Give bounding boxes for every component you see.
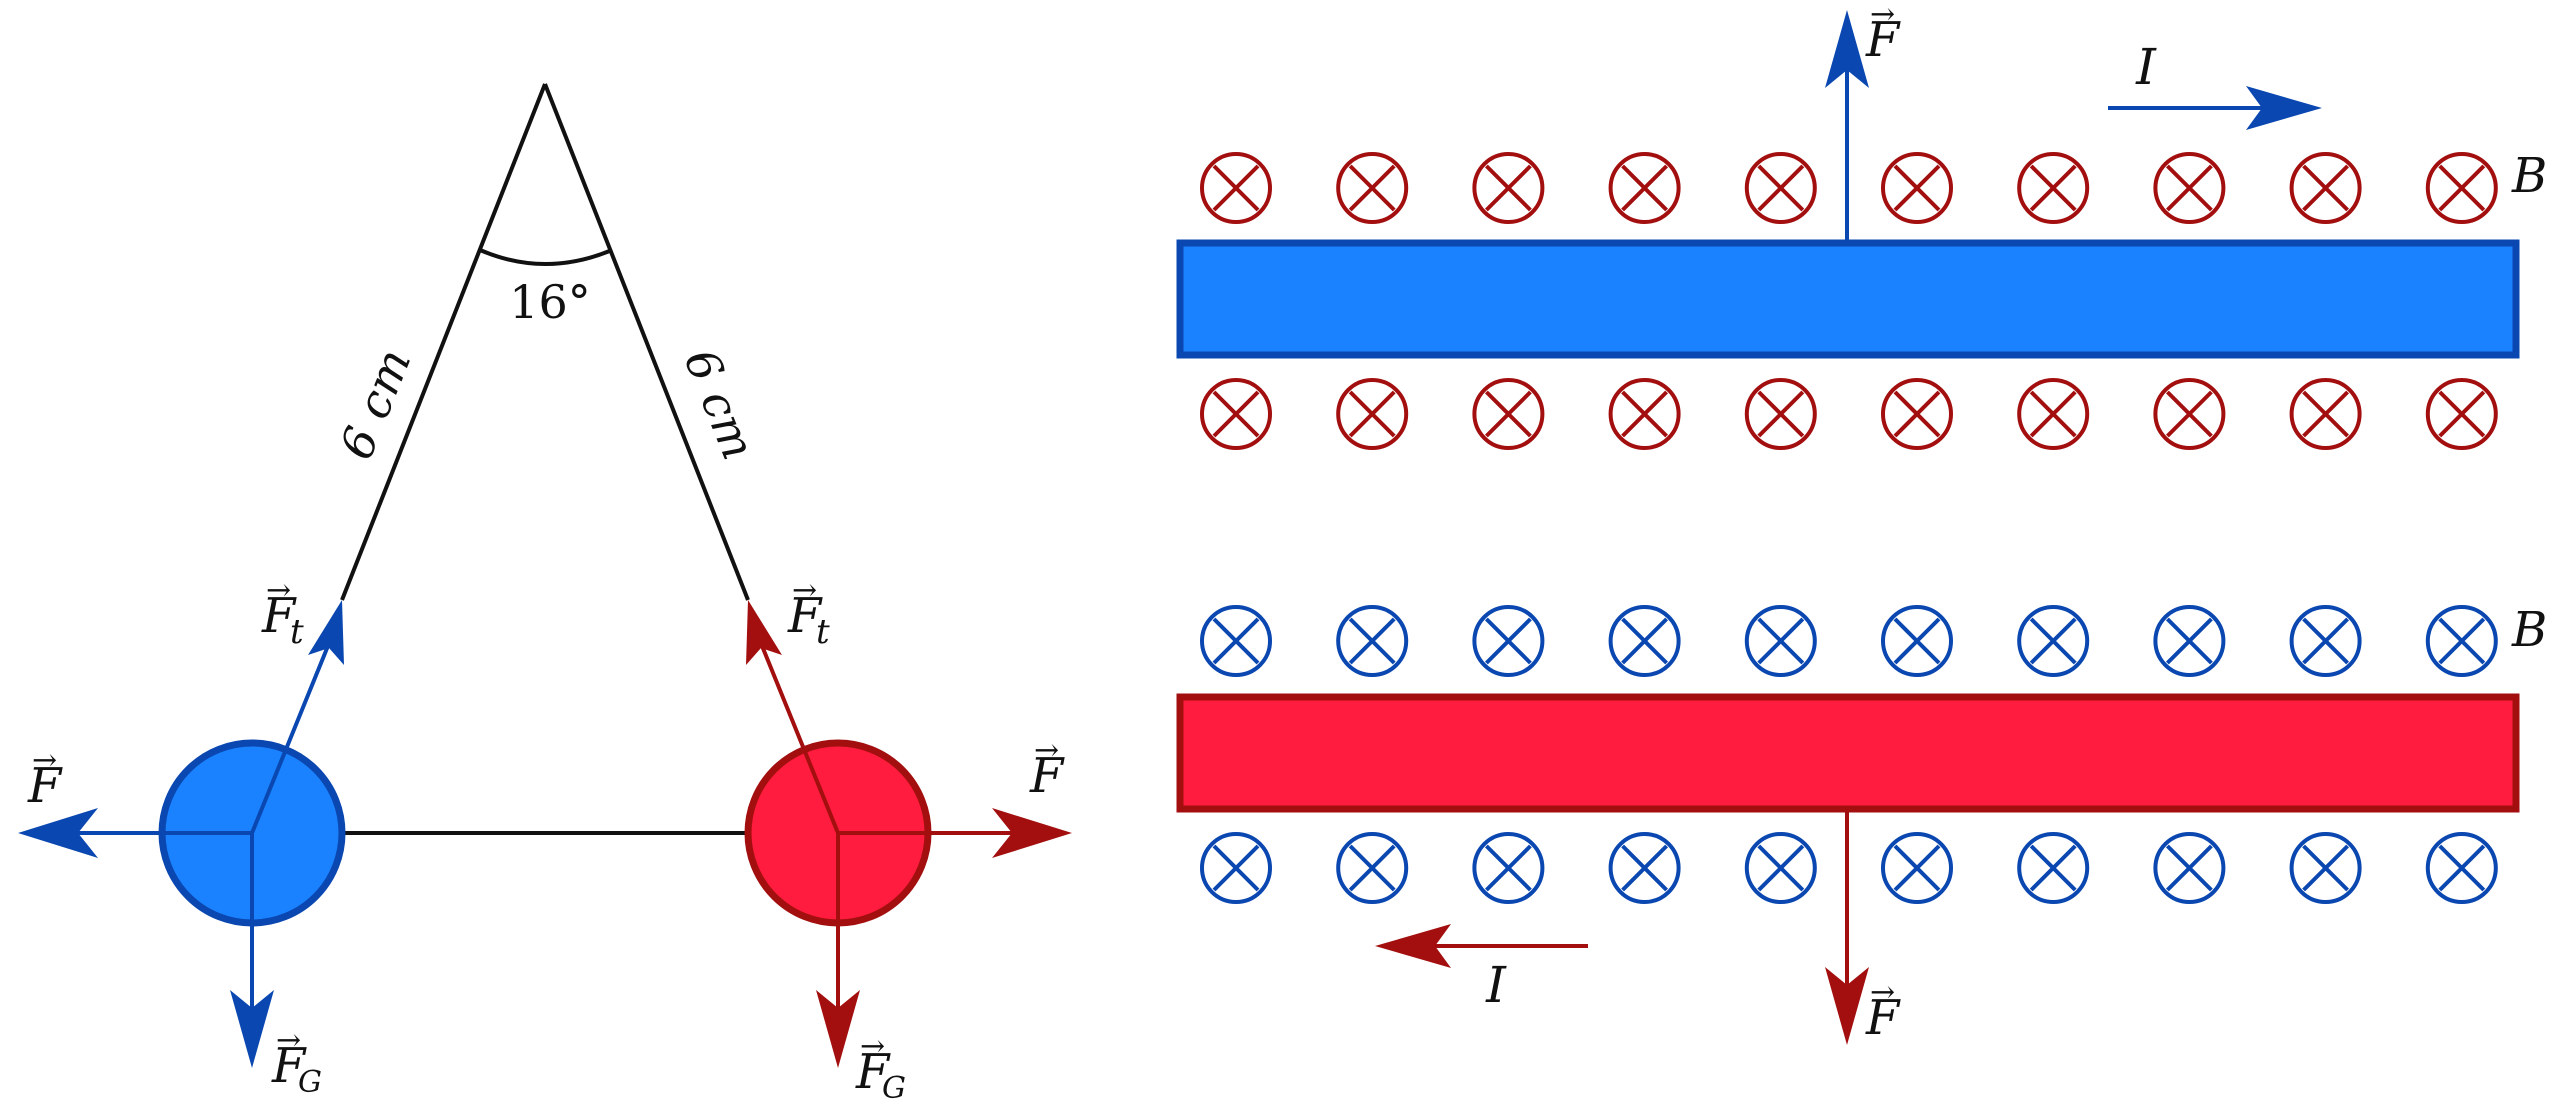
bottom-current-label: I [1485, 956, 1507, 1014]
field-into-page-icon [1336, 152, 1409, 224]
svg-text:→: → [860, 1029, 885, 1064]
top-field-label: B [2511, 148, 2547, 204]
svg-text:→: → [266, 573, 291, 608]
bottom-wire-force-label: F → [1865, 975, 1901, 1046]
svg-text:F: F [855, 1044, 891, 1100]
field-into-page-icon [1881, 832, 1953, 904]
blue-gravity-label: F → G [271, 1023, 322, 1100]
string-left [340, 83, 547, 601]
string-right [543, 83, 750, 601]
field-into-page-icon [2153, 605, 2226, 677]
field-into-page-icon [2289, 378, 2362, 450]
field-into-page-icon [2425, 378, 2498, 450]
field-into-page-icon [2153, 832, 2226, 904]
red-gravity-label: F → G [855, 1029, 906, 1106]
svg-text:F: F [1029, 748, 1065, 804]
field-into-page-icon [1608, 378, 1681, 450]
svg-text:t: t [816, 612, 830, 652]
top-wire-force-arrowhead [1825, 10, 1869, 88]
field-into-page-icon [1881, 378, 1953, 450]
svg-text:→: → [1034, 733, 1059, 768]
field-into-page-icon [1200, 152, 1272, 224]
svg-text:F: F [271, 1038, 307, 1094]
field-into-page-icon [1744, 378, 1817, 450]
field-into-page-icon [2425, 832, 2498, 904]
svg-text:t: t [290, 612, 304, 652]
string-left-length-label: 6 cm [329, 341, 422, 466]
field-into-page-icon [1200, 605, 1272, 677]
bottom-wire-force-arrowhead [1825, 967, 1869, 1045]
svg-text:G: G [298, 1065, 322, 1100]
field-into-page-icon [1608, 152, 1681, 224]
blue-tension-arrowhead [308, 600, 344, 665]
field-into-page-icon [2017, 152, 2090, 224]
blue-electric-force-arrowhead [18, 808, 98, 858]
field-into-page-icon [2425, 605, 2498, 677]
blue-gravity-arrowhead [230, 990, 274, 1068]
field-into-page-icon [1200, 832, 1272, 904]
field-into-page-icon [2289, 832, 2362, 904]
svg-text:→: → [276, 1023, 301, 1058]
red-tension-arrowhead [746, 600, 782, 665]
field-into-page-icon [1200, 378, 1272, 450]
field-into-page-icon [2153, 378, 2226, 450]
wires-diagram: B F → I B F → I [1176, 0, 2547, 1046]
red-electric-force-arrowhead [992, 808, 1072, 858]
bottom-field-row-below [1200, 832, 2498, 904]
top-current-label: I [2135, 38, 2157, 96]
blue-tension-label: F → t [261, 573, 304, 652]
bottom-wire [1176, 693, 2520, 813]
top-field-row-below [1200, 378, 2498, 450]
top-current-arrowhead [2246, 86, 2322, 130]
field-into-page-icon [2289, 152, 2362, 224]
angle-arc [479, 248, 613, 266]
top-wire-force-label: F → [1865, 0, 1901, 68]
field-into-page-icon [2289, 605, 2362, 677]
field-into-page-icon [1472, 152, 1545, 224]
svg-text:F: F [787, 588, 823, 644]
field-into-page-icon [1744, 605, 1817, 677]
svg-text:F: F [27, 758, 63, 814]
field-into-page-icon [1744, 832, 1817, 904]
svg-text:F: F [1865, 12, 1901, 68]
field-into-page-icon [2017, 605, 2090, 677]
field-into-page-icon [1744, 152, 1817, 224]
field-into-page-icon [1336, 832, 1409, 904]
svg-text:→: → [792, 573, 817, 608]
field-into-page-icon [2425, 152, 2498, 224]
field-into-page-icon [2153, 152, 2226, 224]
field-into-page-icon [2017, 832, 2090, 904]
field-into-page-icon [1472, 605, 1545, 677]
field-into-page-icon [1608, 605, 1681, 677]
top-field-row-above [1200, 152, 2498, 224]
field-into-page-icon [1336, 378, 1409, 450]
top-wire [1176, 239, 2520, 359]
blue-tension-arrow [250, 635, 334, 834]
bottom-current-arrowhead [1375, 924, 1451, 968]
red-tension-arrow [756, 635, 840, 834]
svg-text:→: → [32, 743, 57, 778]
red-electric-force-label: F → [1029, 733, 1065, 804]
svg-text:→: → [1870, 975, 1895, 1010]
svg-text:F: F [1865, 990, 1901, 1046]
field-into-page-icon [1881, 605, 1953, 677]
two-balls-diagram: 16° 6 cm 6 cm F → F → t F → G [18, 83, 1072, 1106]
svg-text:→: → [1870, 0, 1895, 32]
field-into-page-icon [2017, 378, 2090, 450]
field-into-page-icon [1472, 378, 1545, 450]
blue-electric-force-label: F → [27, 743, 63, 814]
angle-label: 16° [509, 275, 591, 329]
svg-text:G: G [882, 1071, 906, 1104]
field-into-page-icon [1472, 832, 1545, 904]
bottom-field-row-above [1200, 605, 2498, 677]
red-tension-label: F → t [787, 573, 830, 652]
field-into-page-icon [1608, 832, 1681, 904]
field-into-page-icon [1881, 152, 1953, 224]
bottom-field-label: B [2511, 602, 2547, 658]
red-gravity-arrowhead [816, 990, 860, 1068]
field-into-page-icon [1336, 605, 1409, 677]
svg-text:F: F [261, 588, 297, 644]
